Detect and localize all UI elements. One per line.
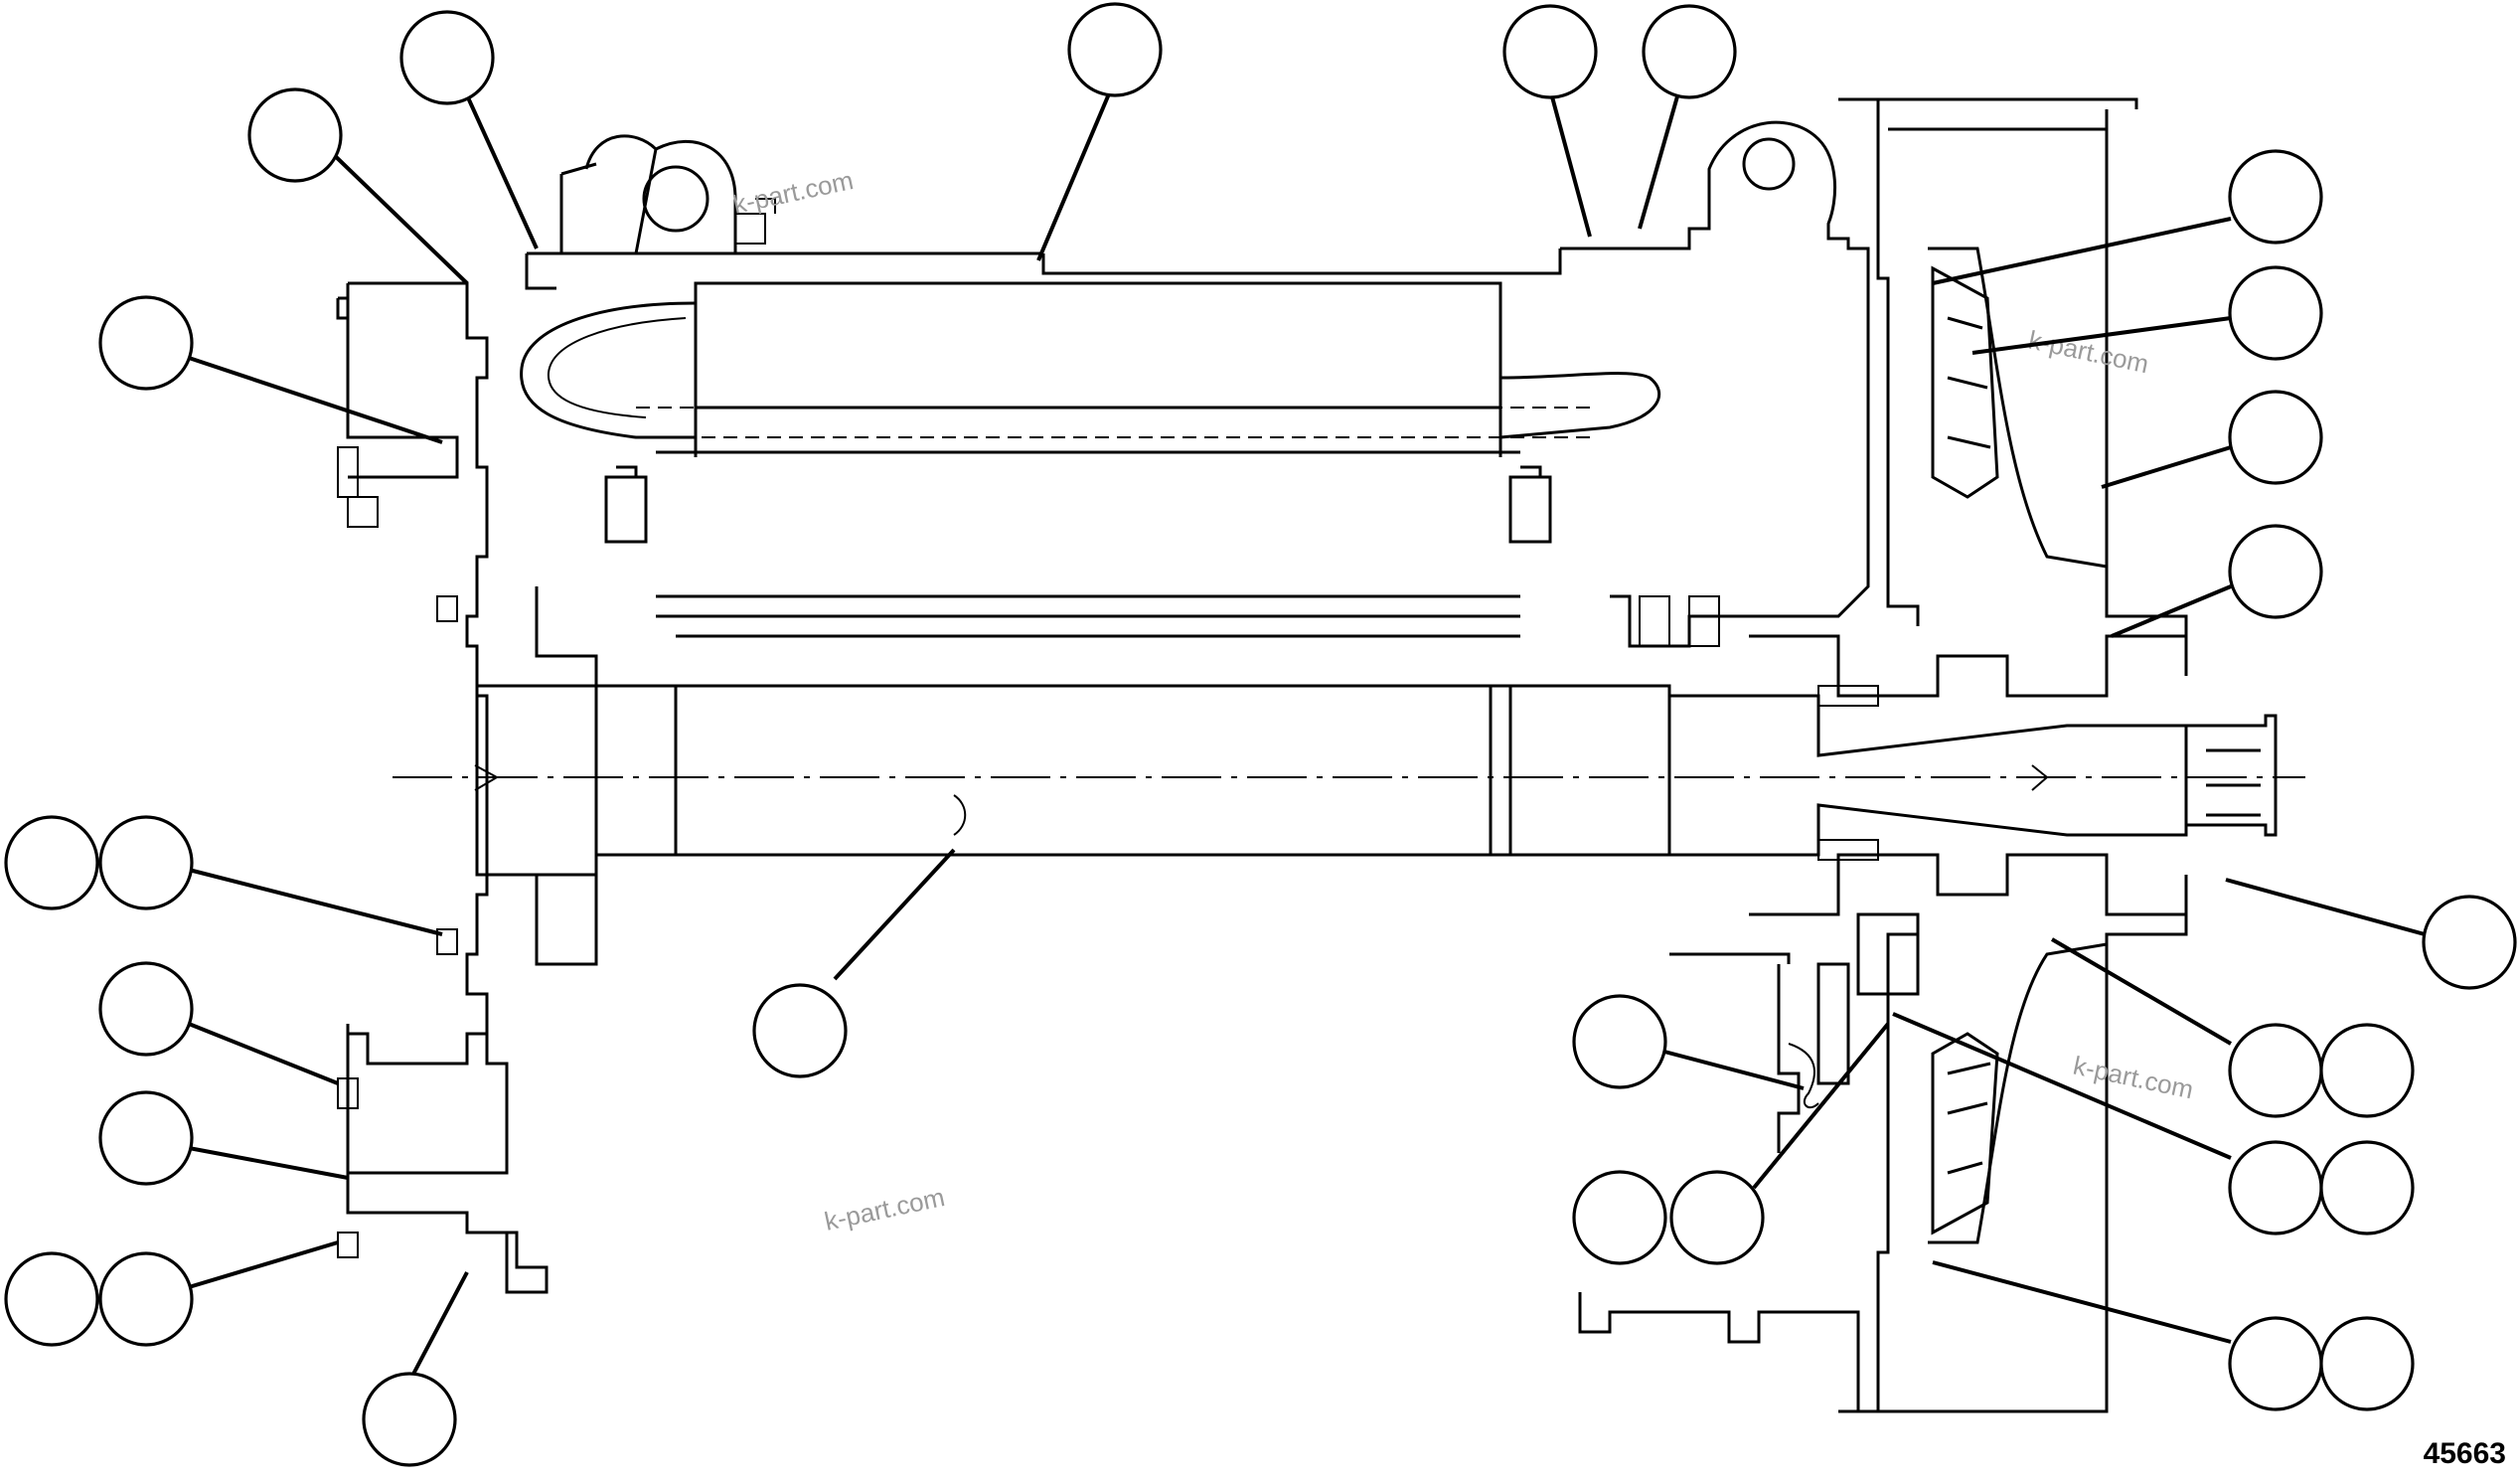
lifting-eye-left: [559, 134, 737, 254]
left-end-bracket: [346, 281, 509, 1175]
end-winding-right: [1499, 372, 1660, 439]
right-bearing-housing: [1749, 634, 2186, 916]
lifting-eye-left-hole: [642, 165, 709, 233]
callout-balloon: [1572, 994, 1667, 1089]
watermark-text: k-part.com: [822, 1182, 947, 1236]
left-bolt-heads: [337, 446, 458, 1258]
leader-line: [188, 868, 443, 936]
right-housing-upper: [1560, 120, 1870, 648]
terminal-block: [1669, 912, 1920, 1153]
leader-line: [1932, 1260, 2232, 1344]
figure-number: 45663: [2423, 1437, 2506, 1470]
leader-line: [1932, 217, 2232, 285]
rotor-shaft-body: [594, 684, 1671, 857]
leader-line: [1548, 88, 1592, 238]
outer-frame-right: [2105, 109, 2188, 1382]
coil-clamp-right: [1508, 465, 1552, 544]
coil-clamp-left: [604, 465, 648, 544]
leader-line: [833, 848, 956, 981]
stator-core: [694, 281, 1502, 457]
callout-balloon: [1572, 1170, 1667, 1265]
callout-balloon: [2228, 1316, 2323, 1411]
shaft-bore-mark: [953, 794, 967, 836]
callout-balloon: [2228, 1023, 2323, 1118]
callout-balloon: [2319, 1023, 2415, 1118]
leader-line: [2101, 445, 2232, 489]
left-bearing-hub: [475, 586, 598, 966]
callout-balloon: [1642, 4, 1737, 99]
leader-line: [460, 83, 539, 249]
callout-balloon: [98, 1090, 194, 1186]
fan-blade-lower: [1931, 1032, 1999, 1235]
shaft-right-section: [1669, 694, 2188, 857]
lifting-eye-right-hole: [1742, 137, 1796, 191]
callout-balloon: [1502, 4, 1598, 99]
leader-line: [2111, 584, 2232, 638]
callout-balloon: [4, 815, 99, 910]
callout-balloon: [2228, 1140, 2323, 1235]
callout-balloon: [2228, 524, 2323, 619]
callout-balloon: [1067, 2, 1163, 97]
base-plate: [1578, 1292, 1860, 1411]
fan-blade-upper: [1931, 265, 1999, 499]
leader-line: [1036, 83, 1115, 261]
callout-balloon: [1669, 1170, 1765, 1265]
callout-balloon: [399, 10, 495, 105]
callout-balloon: [2228, 390, 2323, 485]
leader-line: [1892, 1012, 2232, 1160]
callout-balloon: [2228, 149, 2323, 245]
leader-line: [188, 356, 443, 444]
watermark-text: k-part.com: [730, 165, 856, 220]
callout-balloon: [98, 295, 194, 391]
callout-balloon: [2228, 265, 2323, 361]
leader-line: [188, 1146, 349, 1180]
shaft-spline-end: [2186, 714, 2278, 837]
callout-balloon: [98, 815, 194, 910]
callout-balloon: [247, 87, 343, 183]
callout-balloon: [2319, 1140, 2415, 1235]
top-fitting: [735, 198, 776, 245]
leader-lines: [188, 83, 2426, 1383]
leader-line: [1638, 88, 1681, 230]
callout-balloon: [4, 1251, 99, 1347]
shaft-taper-marks: [474, 764, 2049, 791]
leader-line: [1752, 1022, 1890, 1190]
stator-lower-band: [656, 450, 1520, 638]
leader-line: [188, 1240, 339, 1289]
leader-line: [1971, 316, 2232, 355]
leader-line: [2050, 937, 2233, 1046]
leader-line: [1663, 1050, 1805, 1090]
callout-balloon: [2422, 895, 2517, 990]
terminal-wire: [1788, 1043, 1819, 1109]
callout-balloon: [2319, 1316, 2415, 1411]
stator-housing-top: [525, 248, 1562, 290]
fan-shroud-bottom: [1838, 914, 2109, 1413]
left-lower-mount: [346, 1024, 549, 1294]
callout-balloon: [362, 1372, 457, 1467]
leader-line: [407, 1271, 469, 1383]
callout-balloon: [98, 961, 194, 1057]
end-winding-left: [520, 301, 697, 439]
leader-line: [188, 1022, 339, 1085]
fan-shroud-top: [1838, 97, 2138, 626]
leader-line: [326, 147, 469, 285]
housing-drawing: [336, 97, 2305, 1413]
leader-line: [2225, 878, 2426, 936]
callout-balloon: [98, 1251, 194, 1347]
callout-balloons: [4, 2, 2517, 1467]
bearing-rollers: [1639, 595, 1879, 861]
callout-balloon: [752, 983, 848, 1078]
end-winding-left-inner: [547, 317, 687, 418]
